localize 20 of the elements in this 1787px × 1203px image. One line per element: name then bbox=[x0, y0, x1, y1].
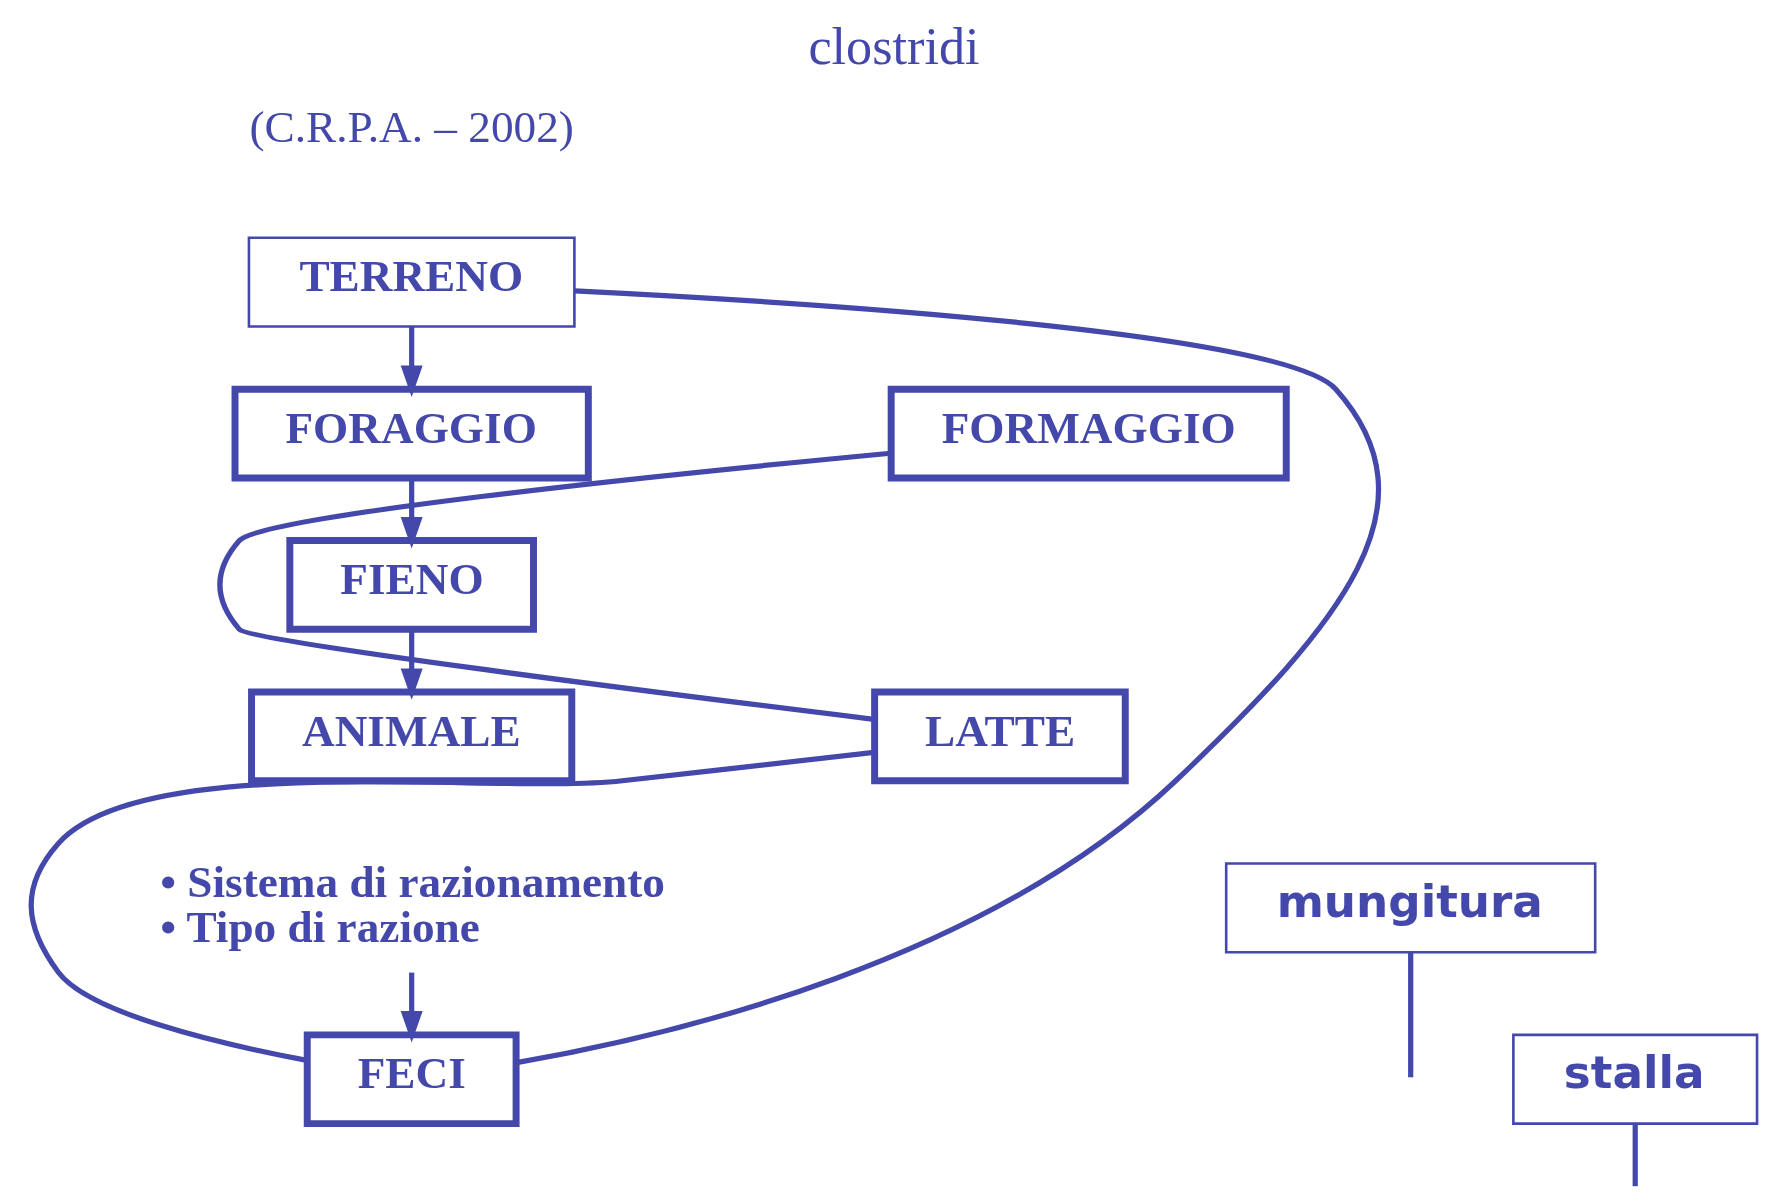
node-box: LATTE bbox=[870, 688, 1129, 785]
node-box: stalla bbox=[1511, 1033, 1758, 1125]
node-box: FIENO bbox=[285, 537, 537, 633]
connector bbox=[1632, 1123, 1638, 1187]
node-text: • Sistema di razionamento • Tipo di razione bbox=[159, 857, 665, 953]
connector bbox=[28, 749, 874, 1063]
node-box: FECI bbox=[303, 1031, 520, 1128]
node-box: ANIMALE bbox=[247, 688, 575, 785]
label: (C.R.P.A. – 2002) bbox=[249, 101, 574, 152]
connector bbox=[1407, 952, 1413, 1078]
node-box: FORMAGGIO bbox=[887, 385, 1290, 482]
node-box: FORAGGIO bbox=[231, 385, 592, 482]
connector bbox=[216, 450, 891, 722]
arrow bbox=[400, 326, 423, 397]
arrow bbox=[400, 478, 423, 549]
arrow bbox=[400, 629, 423, 700]
arrow bbox=[400, 972, 423, 1043]
diagram-title: clostridi bbox=[807, 16, 980, 75]
node-box: mungitura bbox=[1224, 862, 1596, 954]
node-box: TERRENO bbox=[247, 236, 576, 328]
